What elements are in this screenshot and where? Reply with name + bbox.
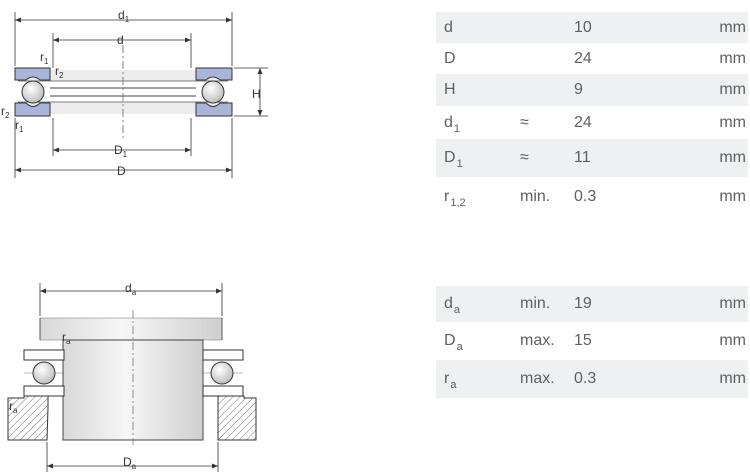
table-row: D1 ≈ 11 mm [436, 139, 748, 177]
unit-cell: mm [719, 332, 746, 349]
qualifier-cell [520, 12, 574, 43]
table-row: ra max. 0.3 mm [436, 360, 748, 398]
radius-label-r2: r2 [55, 64, 64, 80]
qualifier-cell: max. [520, 360, 574, 398]
radius-label-ra-inner: ra [62, 330, 71, 346]
radius-label-ra-outer: ra [9, 399, 18, 415]
qualifier-cell: min. [520, 188, 551, 205]
value-cell: 24 [574, 113, 592, 131]
dim-label-d1: d1 [118, 8, 130, 24]
symbol-cell: d [436, 12, 520, 43]
qualifier-cell: min. [520, 286, 574, 322]
qualifier-cell: ≈ [520, 113, 529, 131]
symbol-cell: D [444, 49, 456, 67]
ball-left [21, 80, 45, 104]
dim-label-H: H [252, 87, 261, 101]
value-cell: 15 [574, 332, 592, 349]
value-cell: 10 [574, 12, 694, 43]
ball-right [210, 361, 234, 385]
symbol-cell: ra [436, 360, 520, 398]
top-bearing-diagram: d1 d D1 D H r1 r2 r2 r1 [1, 8, 268, 178]
washer-left-bottom [23, 385, 65, 397]
value-cell: 9 [574, 74, 694, 106]
housing-left [7, 395, 49, 441]
radius-label-r2-lower: r2 [1, 104, 10, 120]
symbol-cell: d1 [444, 113, 461, 135]
symbol-cell: r1,2 [444, 188, 466, 209]
qualifier-cell [520, 74, 574, 106]
radius-label-r1: r1 [40, 50, 49, 66]
value-cell: 0.3 [574, 360, 694, 398]
value-cell: 0.3 [574, 188, 597, 205]
ball-right [201, 80, 225, 104]
table-row: da min. 19 mm [436, 286, 748, 322]
dimensions-table: d 10 mm D 24 mm H 9 mm d1 ≈ 24 mm D1 ≈ 1… [436, 12, 748, 217]
washer-top-right [195, 67, 233, 81]
symbol-cell: D1 [436, 139, 520, 177]
unit-cell: mm [694, 139, 748, 177]
ball-left [32, 361, 56, 385]
abutment-dimensions-table: da min. 19 mm Da max. 15 mm ra max. 0.3 … [436, 286, 748, 398]
table-row: Da max. 15 mm [436, 322, 748, 360]
symbol-cell: H [436, 74, 520, 106]
unit-cell: mm [719, 113, 746, 131]
washer-bottom-left [14, 102, 51, 117]
unit-cell: mm [694, 286, 748, 322]
qualifier-cell: ≈ [520, 139, 574, 177]
dim-label-da: da [125, 281, 137, 297]
housing-right [217, 395, 257, 441]
washer-bottom-right [195, 102, 233, 117]
washer-right-bottom [202, 385, 244, 397]
washer-right-top [202, 349, 244, 361]
housing-washer-stripe [18, 102, 228, 114]
qualifier-cell: max. [520, 332, 555, 349]
dim-label-D1: D1 [114, 143, 128, 159]
value-cell: 24 [574, 49, 592, 67]
unit-cell: mm [719, 49, 746, 67]
bottom-mounting-diagram: da Da ra ra [7, 281, 257, 472]
unit-cell: mm [719, 188, 746, 205]
table-row: r1,2 min. 0.3 mm [436, 177, 748, 217]
table-row: H 9 mm [436, 74, 748, 106]
unit-cell: mm [694, 74, 748, 106]
dim-label-D: D [117, 164, 126, 178]
value-cell: 19 [574, 286, 694, 322]
symbol-cell: da [436, 286, 520, 322]
unit-cell: mm [694, 360, 748, 398]
bearing-diagrams: d1 d D1 D H r1 r2 r2 r1 [1, 8, 268, 472]
qualifier-cell [520, 43, 574, 74]
unit-cell: mm [694, 12, 748, 43]
dim-label-d: d [117, 33, 124, 47]
table-row: d1 ≈ 24 mm [436, 106, 748, 139]
dim-label-Da: Da [123, 455, 137, 471]
table-row: D 24 mm [436, 43, 748, 74]
shaft-washer-stripe [18, 70, 228, 81]
radius-label-r1-lower: r1 [15, 118, 24, 134]
value-cell: 11 [574, 139, 694, 177]
washer-left-top [23, 349, 65, 361]
table-row: d 10 mm [436, 12, 748, 43]
washer-top-left [14, 67, 51, 81]
symbol-cell: Da [444, 332, 463, 353]
